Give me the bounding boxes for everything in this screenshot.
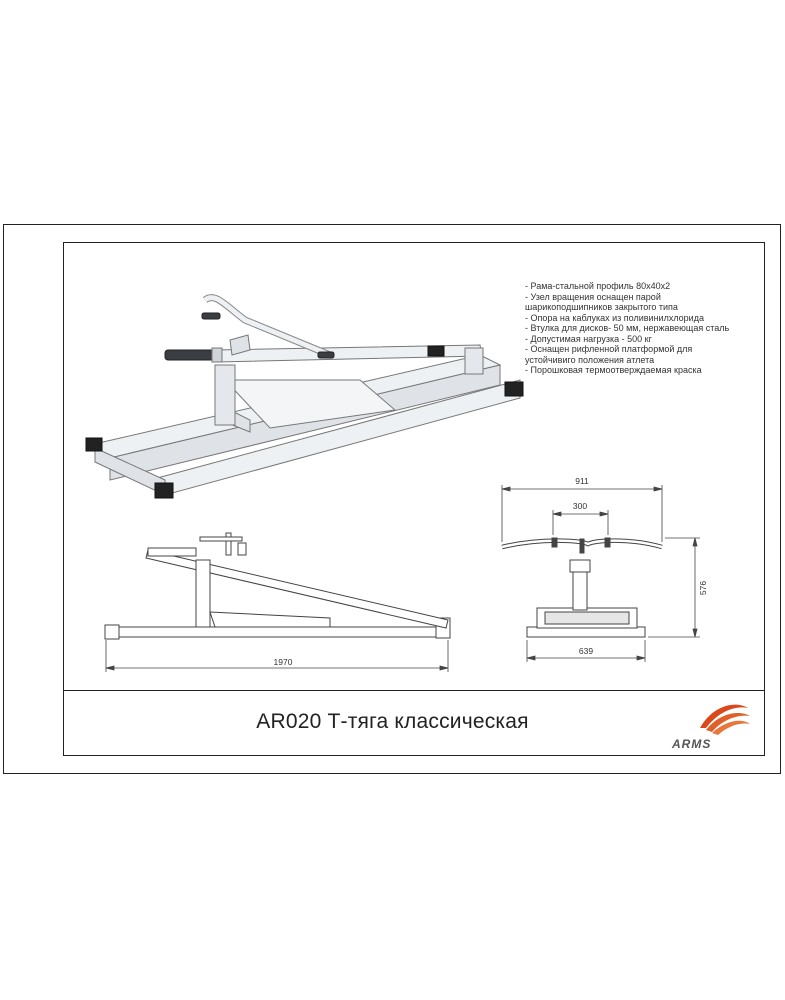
dim-length: 1970 — [274, 657, 293, 667]
spec-item: устойчивиго положения атлета — [525, 354, 655, 365]
render-3d — [85, 294, 524, 499]
dim-base-width: 639 — [579, 646, 593, 656]
spec-item: - Втулка для дисков- 50 мм, нержавеющая … — [525, 323, 730, 333]
spec-list: - Рама-стальной профиль 80x40x2 - Узел в… — [525, 281, 760, 376]
side-dim — [105, 640, 449, 672]
dim-height: 576 — [698, 581, 708, 595]
spec-item: - Допустимая нагрузка - 500 кг — [525, 333, 652, 344]
outer-frame — [3, 224, 781, 774]
spec-item: - Порошковая термоотверждаемая краска — [525, 365, 702, 375]
drawing-frame — [63, 242, 765, 756]
dim-handle-spacing: 300 — [573, 501, 587, 511]
arms-logo-icon — [700, 704, 750, 735]
spec-item: - Оснащен рифленной платформой для — [525, 344, 693, 354]
front-view — [501, 537, 663, 638]
spec-item: - Рама-стальной профиль 80x40x2 — [525, 281, 671, 291]
side-view — [104, 532, 451, 640]
title-divider — [63, 690, 765, 691]
dim-width-total: 911 — [575, 476, 589, 486]
spec-item: - Узел вращения оснащен парой — [525, 291, 661, 302]
product-title: AR020 Т-тяга классическая — [256, 710, 529, 733]
front-dims — [501, 485, 700, 662]
spec-item: - Опора на каблуках из поливинилхлорида — [525, 312, 704, 323]
spec-item: шарикоподшипников закрытого типа — [525, 302, 678, 312]
brand-logo-text: ARMS — [672, 737, 712, 751]
